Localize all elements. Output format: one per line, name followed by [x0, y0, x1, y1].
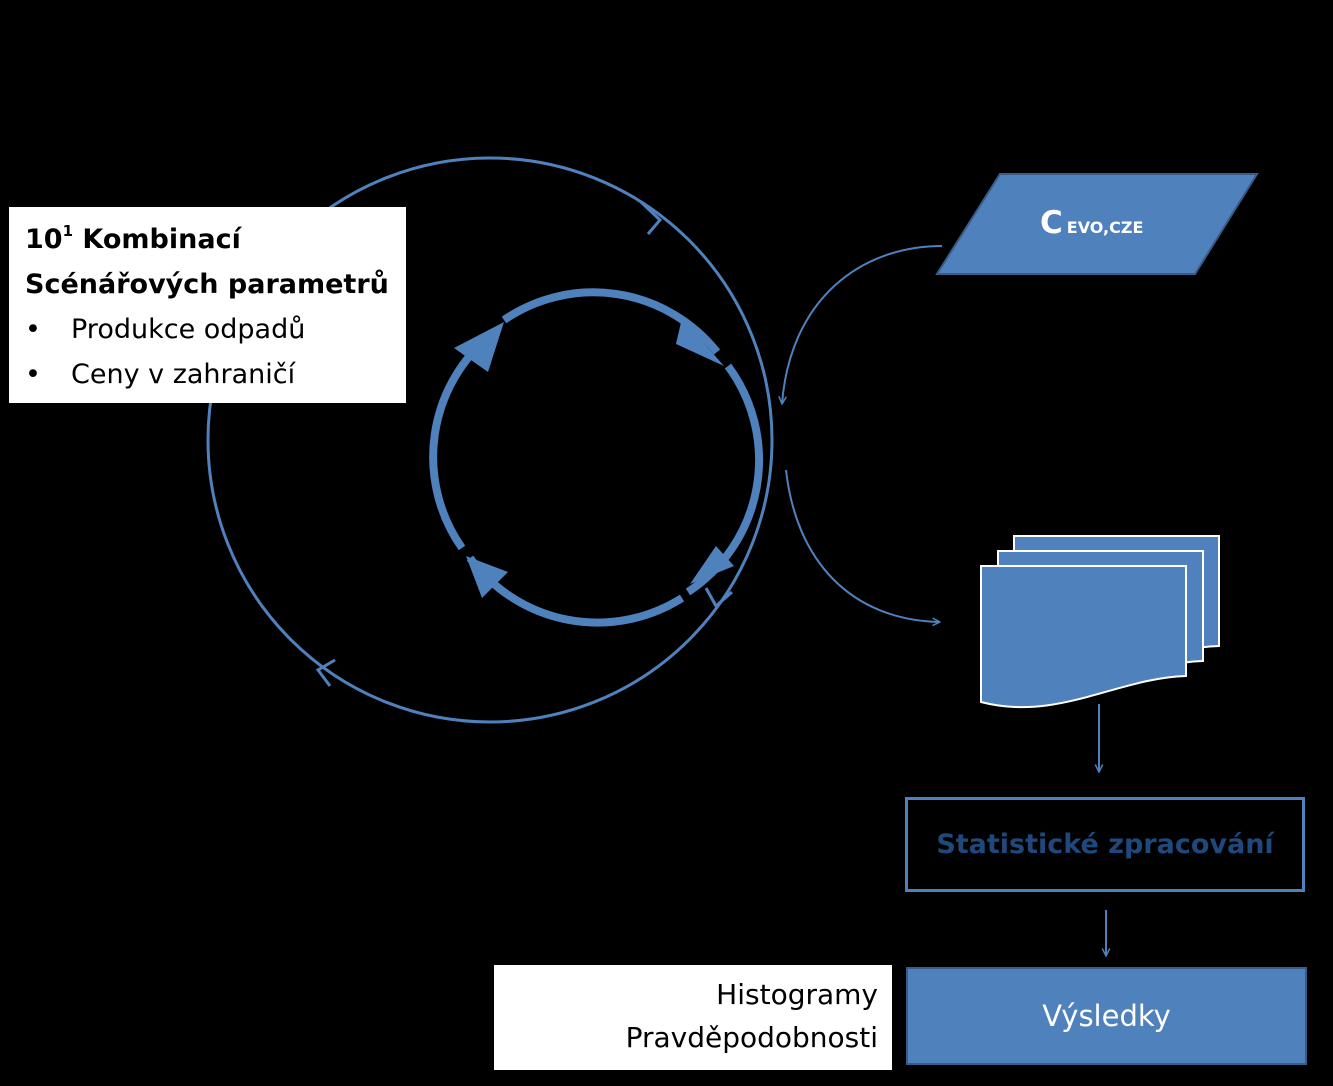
outer-cycle-arrowhead-top	[639, 200, 663, 235]
results-label: Výsledky	[1042, 999, 1171, 1033]
output-line-histograms: Histogramy	[716, 978, 878, 1011]
inner-cycle-arrowhead-top	[676, 318, 724, 366]
combination-label: Kombinací	[73, 224, 241, 255]
combination-exponent: 1	[62, 222, 74, 240]
input-to-cycle-arrow	[782, 245, 943, 404]
outer-cycle-arrowhead-left	[315, 658, 336, 687]
outputs-box: Histogramy Pravděpodobnosti	[494, 965, 892, 1070]
results-box: Výsledky	[906, 967, 1307, 1065]
parameter-input-shape	[935, 173, 1259, 275]
scenario-title-line2: Scénářových parametrů	[25, 269, 389, 300]
scenario-bullet-item: • Produkce odpadů	[25, 307, 406, 352]
scenario-parameters-box: 101 Kombinací Scénářových parametrů • Pro…	[9, 207, 406, 403]
combination-count: 10	[25, 224, 63, 255]
scenario-title-line1: 101 Kombinací	[25, 217, 406, 262]
parameter-subscript: EVO,CZE	[1066, 218, 1144, 237]
inner-cycle-arc-top	[501, 288, 721, 355]
statistics-box: Statistické zpracování	[905, 797, 1305, 892]
scenario-bullet-item: • Ceny v zahraničí	[25, 352, 406, 397]
statistics-label: Statistické zpracování	[936, 829, 1274, 860]
outer-cycle-arrowhead-right	[704, 587, 733, 609]
parameter-symbol: C	[1040, 205, 1063, 241]
inner-cycle-arrowhead-left	[454, 322, 504, 372]
cycle-to-documents-arrow	[785, 469, 940, 622]
bullet-text: Ceny v zahraničí	[71, 359, 296, 390]
bullet-icon: •	[25, 314, 41, 345]
outer-cycle	[206, 156, 774, 724]
inner-cycle-arc-bottom	[466, 555, 685, 627]
bullet-icon: •	[25, 359, 41, 390]
inner-cycle-arrowhead-right	[690, 546, 734, 584]
bullet-text: Produkce odpadů	[71, 314, 306, 345]
multi-document-shape	[980, 535, 1220, 709]
inner-cycle-arrowhead-bottom	[466, 556, 508, 598]
output-line-probabilities: Pravděpodobnosti	[625, 1021, 878, 1054]
